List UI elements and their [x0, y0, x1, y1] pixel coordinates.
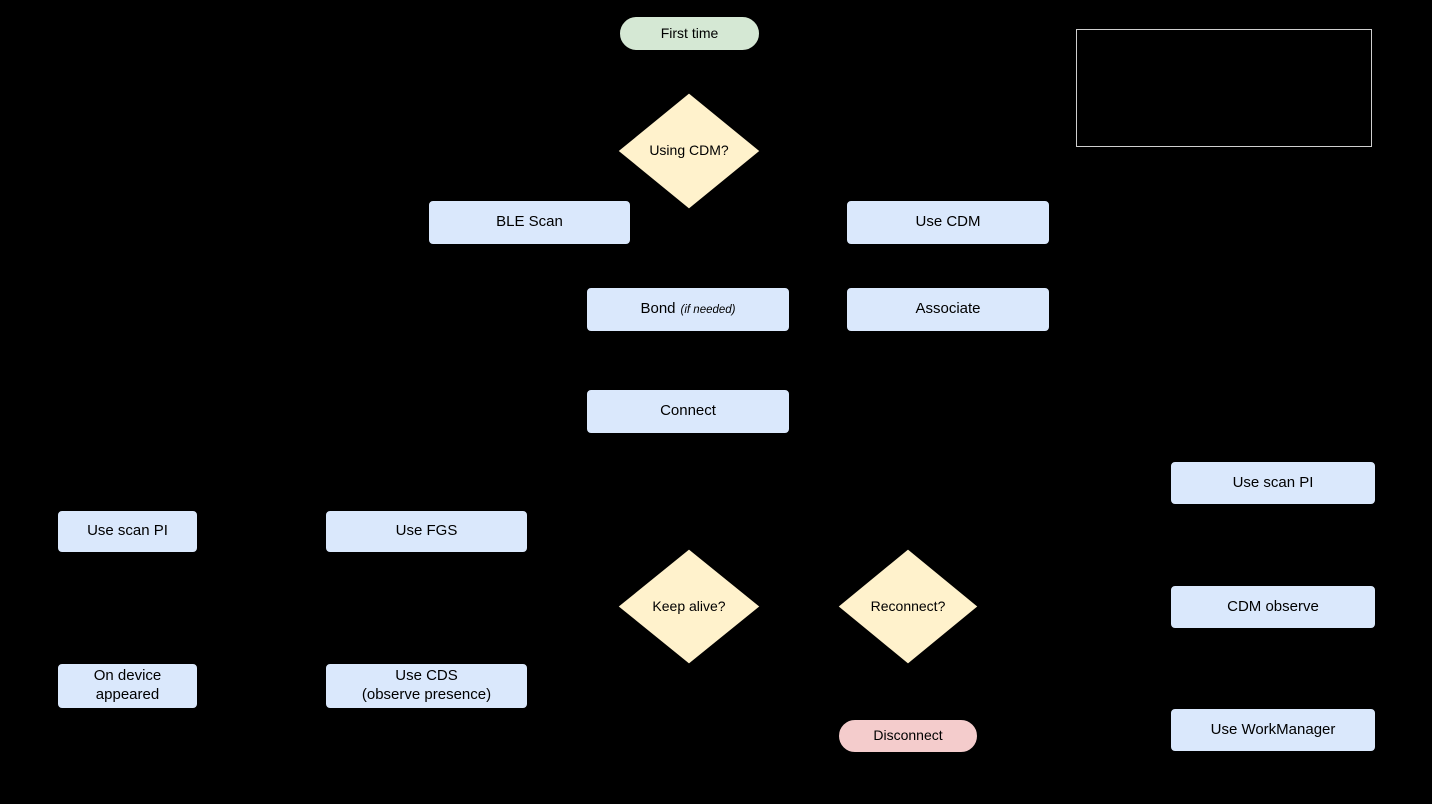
node-label-line2: (observe presence): [361, 686, 492, 703]
diamond-shape-icon: [617, 92, 761, 210]
node-label-line1: On device: [93, 667, 162, 685]
node-disconnect: Disconnect: [838, 719, 978, 753]
node-use-scan-pi-right: Use scan PI: [1170, 461, 1376, 505]
node-label: CDM observe: [1227, 597, 1319, 615]
node-first-time: First time: [619, 16, 760, 51]
node-note: (if needed): [680, 304, 736, 317]
node-use-workmanager: Use WorkManager: [1170, 708, 1376, 752]
node-label: Use scan PI: [87, 522, 168, 540]
node-keep-alive: Keep alive?: [617, 548, 761, 665]
node-bond: Bond (if needed): [586, 287, 790, 332]
node-label-line2: appeared: [95, 686, 160, 703]
node-label: Keep alive?: [652, 597, 726, 614]
node-using-cdm: Using CDM?: [617, 92, 761, 210]
node-use-scan-pi-left: Use scan PI: [57, 510, 198, 553]
node-ble-scan: BLE Scan: [428, 200, 631, 245]
node-label: Disconnect: [873, 727, 943, 744]
diamond-shape-icon: [617, 548, 761, 665]
node-associate: Associate: [846, 287, 1050, 332]
diamond-shape-icon: [837, 548, 979, 665]
node-label: Associate: [915, 300, 981, 318]
node-use-cds: Use CDS (observe presence): [325, 663, 528, 709]
node-label: Using CDM?: [649, 142, 729, 159]
node-use-cdm: Use CDM: [846, 200, 1050, 245]
node-label: Use FGS: [395, 522, 458, 540]
node-label: Reconnect?: [870, 597, 946, 614]
node-on-device-appeared: On device appeared: [57, 663, 198, 709]
node-label-line1: Use CDS: [395, 667, 458, 685]
node-label: Use CDM: [915, 213, 981, 231]
node-cdm-observe: CDM observe: [1170, 585, 1376, 629]
node-label: BLE Scan: [496, 213, 563, 231]
node-connect: Connect: [586, 389, 790, 434]
legend-box: [1076, 29, 1372, 147]
node-label: Connect: [660, 402, 716, 420]
node-label: Use scan PI: [1232, 473, 1314, 491]
node-use-fgs: Use FGS: [325, 510, 528, 553]
node-label-row: Bond (if needed): [640, 300, 735, 319]
node-label: Use WorkManager: [1210, 720, 1336, 738]
node-label: First time: [660, 24, 719, 41]
node-reconnect: Reconnect?: [837, 548, 979, 665]
node-label: Bond: [640, 300, 676, 318]
